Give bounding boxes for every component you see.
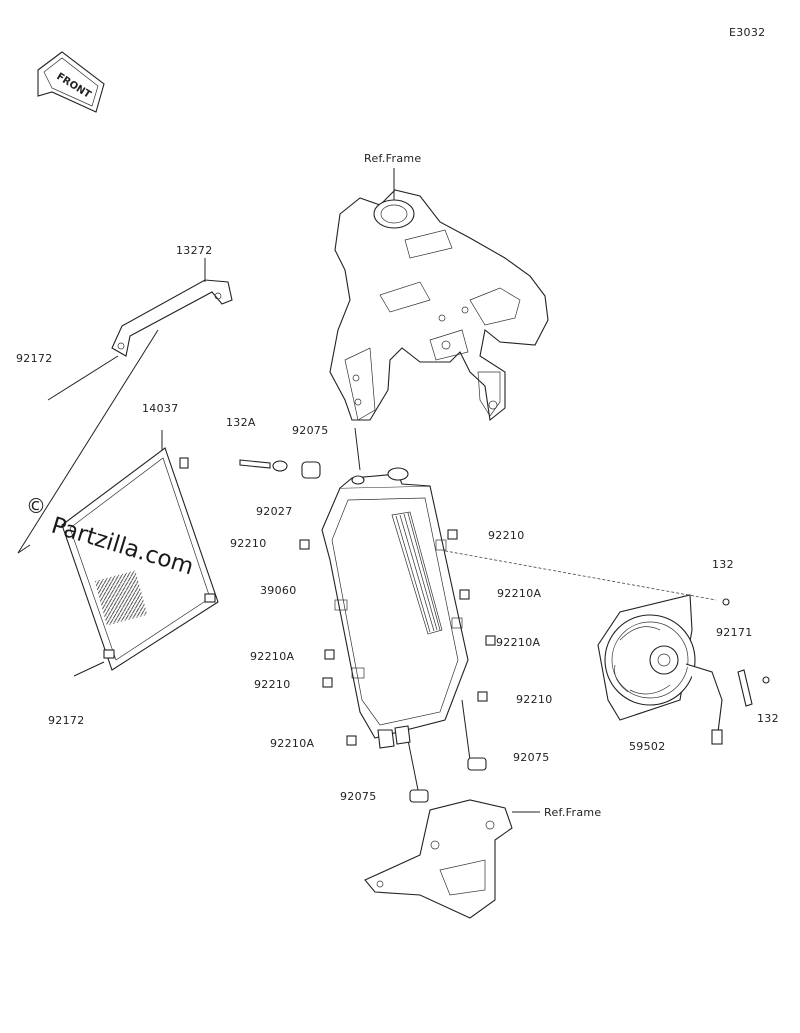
- label-132a: 132A: [226, 416, 256, 429]
- label-92171: 92171: [716, 626, 753, 639]
- leader-lines: [17, 329, 717, 791]
- grommets: [239, 459, 487, 803]
- label-59502: 59502: [629, 740, 666, 753]
- fan-59502: [597, 594, 770, 745]
- label-39060: 39060: [260, 584, 297, 597]
- label-92210-right1: 92210: [488, 529, 525, 542]
- frame-lower: [364, 799, 540, 919]
- label-132-top: 132: [712, 558, 734, 571]
- frame-upper: [329, 168, 549, 422]
- clips: [299, 529, 496, 746]
- label-92210-left2: 92210: [254, 678, 291, 691]
- label-92172-top: 92172: [16, 352, 53, 365]
- label-132-bottom: 132: [757, 712, 779, 725]
- label-92210-left1: 92210: [230, 537, 267, 550]
- label-92172-bottom: 92172: [48, 714, 85, 727]
- radiator-39060: [321, 467, 469, 749]
- label-92210a-right1: 92210A: [497, 587, 542, 600]
- bracket-13272: [111, 258, 233, 357]
- front-arrow-icon: FRONT: [37, 51, 105, 113]
- label-92075-low: 92075: [340, 790, 377, 803]
- label-14037: 14037: [142, 402, 179, 415]
- label-92210a-right2: 92210A: [496, 636, 541, 649]
- radiator-screen-14037: [61, 430, 219, 671]
- copyright-icon: ©: [26, 494, 47, 518]
- label-ref-frame-bottom: Ref.Frame: [544, 806, 602, 819]
- label-92210a-left2: 92210A: [270, 737, 315, 750]
- label-ref-frame-top: Ref.Frame: [364, 152, 422, 165]
- label-92210a-left1: 92210A: [250, 650, 295, 663]
- label-13272: 13272: [176, 244, 213, 257]
- label-92075-mid: 92075: [513, 751, 550, 764]
- label-92210-right2: 92210: [516, 693, 553, 706]
- diagram-code: E3032: [729, 26, 766, 39]
- label-92075-top: 92075: [292, 424, 329, 437]
- label-92027: 92027: [256, 505, 293, 518]
